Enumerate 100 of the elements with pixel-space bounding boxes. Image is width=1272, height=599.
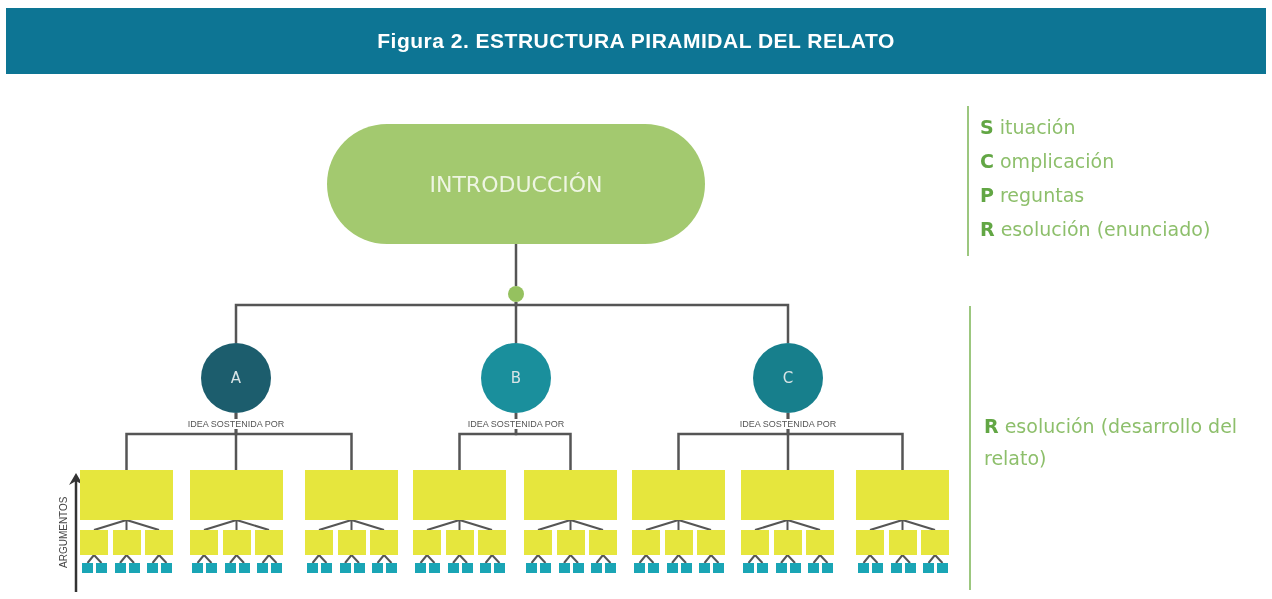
detail-block bbox=[858, 563, 869, 573]
stage-label: R esolución (desarrollo del relato) bbox=[984, 414, 1239, 471]
sub-argument-box bbox=[413, 530, 441, 555]
node-label: B bbox=[510, 369, 522, 387]
detail-block bbox=[339, 563, 351, 573]
sub-argument-box bbox=[145, 530, 173, 555]
sub-argument-box bbox=[337, 530, 366, 555]
connector-line bbox=[203, 519, 238, 531]
connector-line bbox=[383, 554, 393, 564]
connector-line bbox=[819, 554, 829, 564]
sub-argument-box bbox=[589, 530, 617, 555]
stage-label: S ituación bbox=[980, 116, 1076, 138]
connector-line bbox=[934, 554, 944, 564]
sub-argument-box bbox=[773, 530, 802, 555]
argument-box bbox=[305, 470, 398, 520]
sub-argument-box bbox=[524, 530, 552, 555]
connector-line bbox=[703, 554, 712, 564]
connector-line bbox=[203, 554, 213, 564]
connector-line bbox=[710, 554, 720, 564]
connector-line bbox=[754, 554, 764, 564]
connector-line bbox=[196, 554, 205, 564]
connector-line bbox=[638, 554, 647, 564]
connector-line bbox=[869, 519, 904, 531]
connector-line bbox=[862, 554, 871, 564]
detail-block bbox=[461, 563, 473, 573]
connector-line bbox=[452, 554, 461, 564]
argument-box bbox=[190, 470, 283, 520]
argument-box bbox=[80, 470, 173, 520]
detail-block bbox=[447, 563, 459, 573]
stage-label: P reguntas bbox=[980, 184, 1085, 206]
connector-line bbox=[901, 519, 936, 531]
connector-line bbox=[93, 519, 128, 531]
connector-line bbox=[537, 519, 572, 531]
detail-block bbox=[526, 563, 537, 573]
detail-block bbox=[192, 563, 203, 573]
detail-block bbox=[605, 563, 616, 573]
detail-block bbox=[128, 563, 140, 573]
detail-block bbox=[591, 563, 602, 573]
detail-block bbox=[321, 563, 332, 573]
connector-line bbox=[158, 554, 168, 564]
node-label: INTRODUCCIÓN bbox=[429, 171, 603, 197]
connector-line bbox=[895, 554, 904, 564]
connector-line bbox=[350, 519, 353, 531]
detail-block bbox=[808, 563, 819, 573]
connector-line bbox=[426, 554, 436, 564]
stage-label: C omplicación bbox=[980, 150, 1115, 172]
detail-block bbox=[161, 563, 172, 573]
connector-line bbox=[311, 554, 320, 564]
detail-block bbox=[257, 563, 268, 573]
connector-line bbox=[235, 519, 270, 531]
detail-block bbox=[757, 563, 768, 573]
connector-line bbox=[235, 554, 245, 564]
detail-block bbox=[429, 563, 440, 573]
connector-line bbox=[677, 554, 687, 564]
detail-block bbox=[872, 563, 883, 573]
sub-argument-box bbox=[255, 530, 283, 555]
connector-line bbox=[229, 554, 238, 564]
sub-argument-box bbox=[305, 530, 333, 555]
connector-line bbox=[569, 519, 572, 531]
connector-line bbox=[234, 301, 518, 343]
connector-line bbox=[514, 301, 790, 343]
argument-box bbox=[741, 470, 834, 520]
detail-block bbox=[238, 563, 250, 573]
detail-block bbox=[822, 563, 833, 573]
connector-line bbox=[901, 519, 904, 531]
argument-box bbox=[524, 470, 617, 520]
detail-block bbox=[558, 563, 570, 573]
connector-line bbox=[812, 554, 821, 564]
connector-line bbox=[119, 554, 128, 564]
detail-block bbox=[634, 563, 645, 573]
connector-line bbox=[569, 554, 579, 564]
connector-line bbox=[419, 554, 428, 564]
sub-argument-box bbox=[370, 530, 398, 555]
connector-line bbox=[376, 554, 385, 564]
connector-line bbox=[677, 519, 680, 531]
node-label: C bbox=[782, 369, 794, 387]
connector-line bbox=[125, 554, 135, 564]
detail-block bbox=[494, 563, 505, 573]
connector-line bbox=[261, 554, 270, 564]
connector-line bbox=[901, 554, 911, 564]
detail-block bbox=[224, 563, 236, 573]
argument-box bbox=[413, 470, 506, 520]
sub-argument-box bbox=[80, 530, 108, 555]
connector-line bbox=[786, 413, 904, 470]
junction-dot bbox=[508, 286, 524, 302]
connector-line bbox=[491, 554, 501, 564]
sub-argument-box bbox=[556, 530, 585, 555]
connector-line bbox=[595, 554, 604, 564]
connector-line bbox=[350, 554, 360, 564]
connector-line bbox=[235, 519, 238, 531]
detail-block bbox=[923, 563, 934, 573]
connector-line bbox=[426, 519, 461, 531]
detail-block bbox=[271, 563, 282, 573]
detail-block bbox=[82, 563, 93, 573]
sub-argument-box bbox=[632, 530, 660, 555]
sub-argument-box bbox=[856, 530, 884, 555]
sub-argument-box bbox=[478, 530, 506, 555]
connector-line bbox=[602, 554, 612, 564]
connector-line bbox=[671, 554, 680, 564]
detail-block bbox=[666, 563, 678, 573]
